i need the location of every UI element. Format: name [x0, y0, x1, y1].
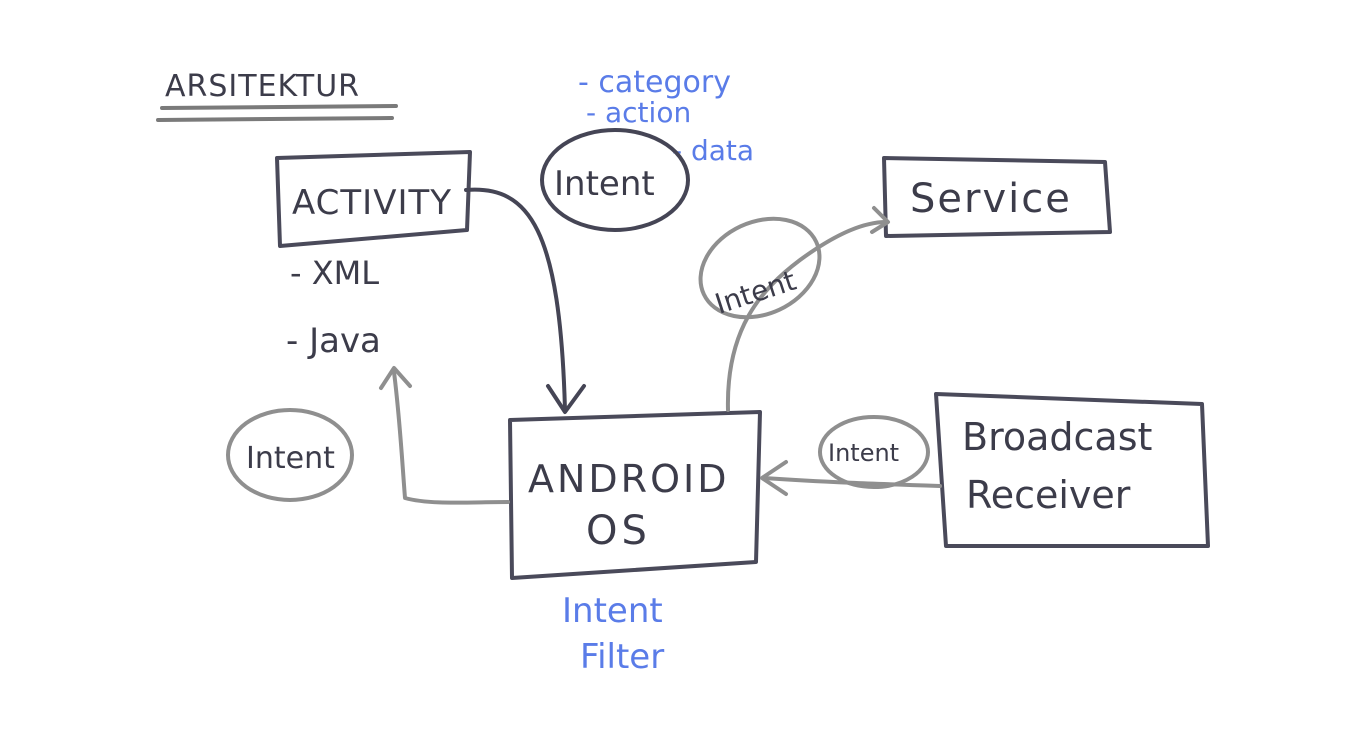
- title-underline-2: [156, 116, 394, 122]
- arrow-os-to-service: [725, 220, 888, 412]
- activity-label: ACTIVITY: [292, 183, 452, 223]
- arrowhead-os-to-activity: [379, 366, 412, 390]
- activity-node: ACTIVITY: [275, 150, 472, 248]
- intent-attr-action: - action: [586, 96, 691, 129]
- intent-filter-label-1: Intent: [562, 591, 663, 631]
- intent-attr-category: - category: [578, 65, 731, 100]
- activity-note-java: - Java: [286, 321, 381, 361]
- intent-oval-center: [540, 128, 690, 232]
- android-os-label-1: ANDROID: [528, 457, 729, 501]
- arrowhead-os-to-service: [870, 206, 890, 234]
- arrow-activity-to-os: [464, 187, 567, 412]
- intent-oval-service: [698, 216, 822, 320]
- diagram-title: ARSITEKTUR: [165, 69, 360, 104]
- service-label: Service: [910, 176, 1072, 222]
- arrowhead-activity-to-os: [546, 384, 586, 414]
- intent-label-receiver: Intent: [828, 439, 899, 467]
- service-box: [882, 156, 1112, 238]
- intent-filter-label-2: Filter: [580, 637, 664, 677]
- android-os-node: ANDROID OS: [508, 410, 762, 580]
- intent-oval-receiver: [818, 415, 930, 489]
- service-node: Service: [882, 156, 1112, 238]
- intent-oval-left: [226, 408, 354, 502]
- broadcast-receiver-node: Broadcast Receiver: [934, 392, 1210, 548]
- arrowhead-receiver-to-os: [760, 460, 788, 496]
- activity-note-xml: - XML: [290, 254, 379, 292]
- broadcast-receiver-box: [934, 392, 1210, 548]
- android-os-label-2: OS: [586, 508, 651, 554]
- intent-label-left: Intent: [246, 441, 335, 476]
- broadcast-receiver-label-2: Receiver: [966, 473, 1131, 517]
- intent-label-center: Intent: [554, 164, 655, 204]
- android-os-box: [508, 410, 762, 580]
- arrow-os-to-activity: [392, 370, 510, 505]
- intent-attr-data: - data: [672, 134, 754, 167]
- intent-label-service: Intent: [711, 264, 800, 321]
- activity-box: [275, 150, 472, 248]
- broadcast-receiver-label-1: Broadcast: [962, 415, 1152, 459]
- title-underline-1: [160, 104, 398, 110]
